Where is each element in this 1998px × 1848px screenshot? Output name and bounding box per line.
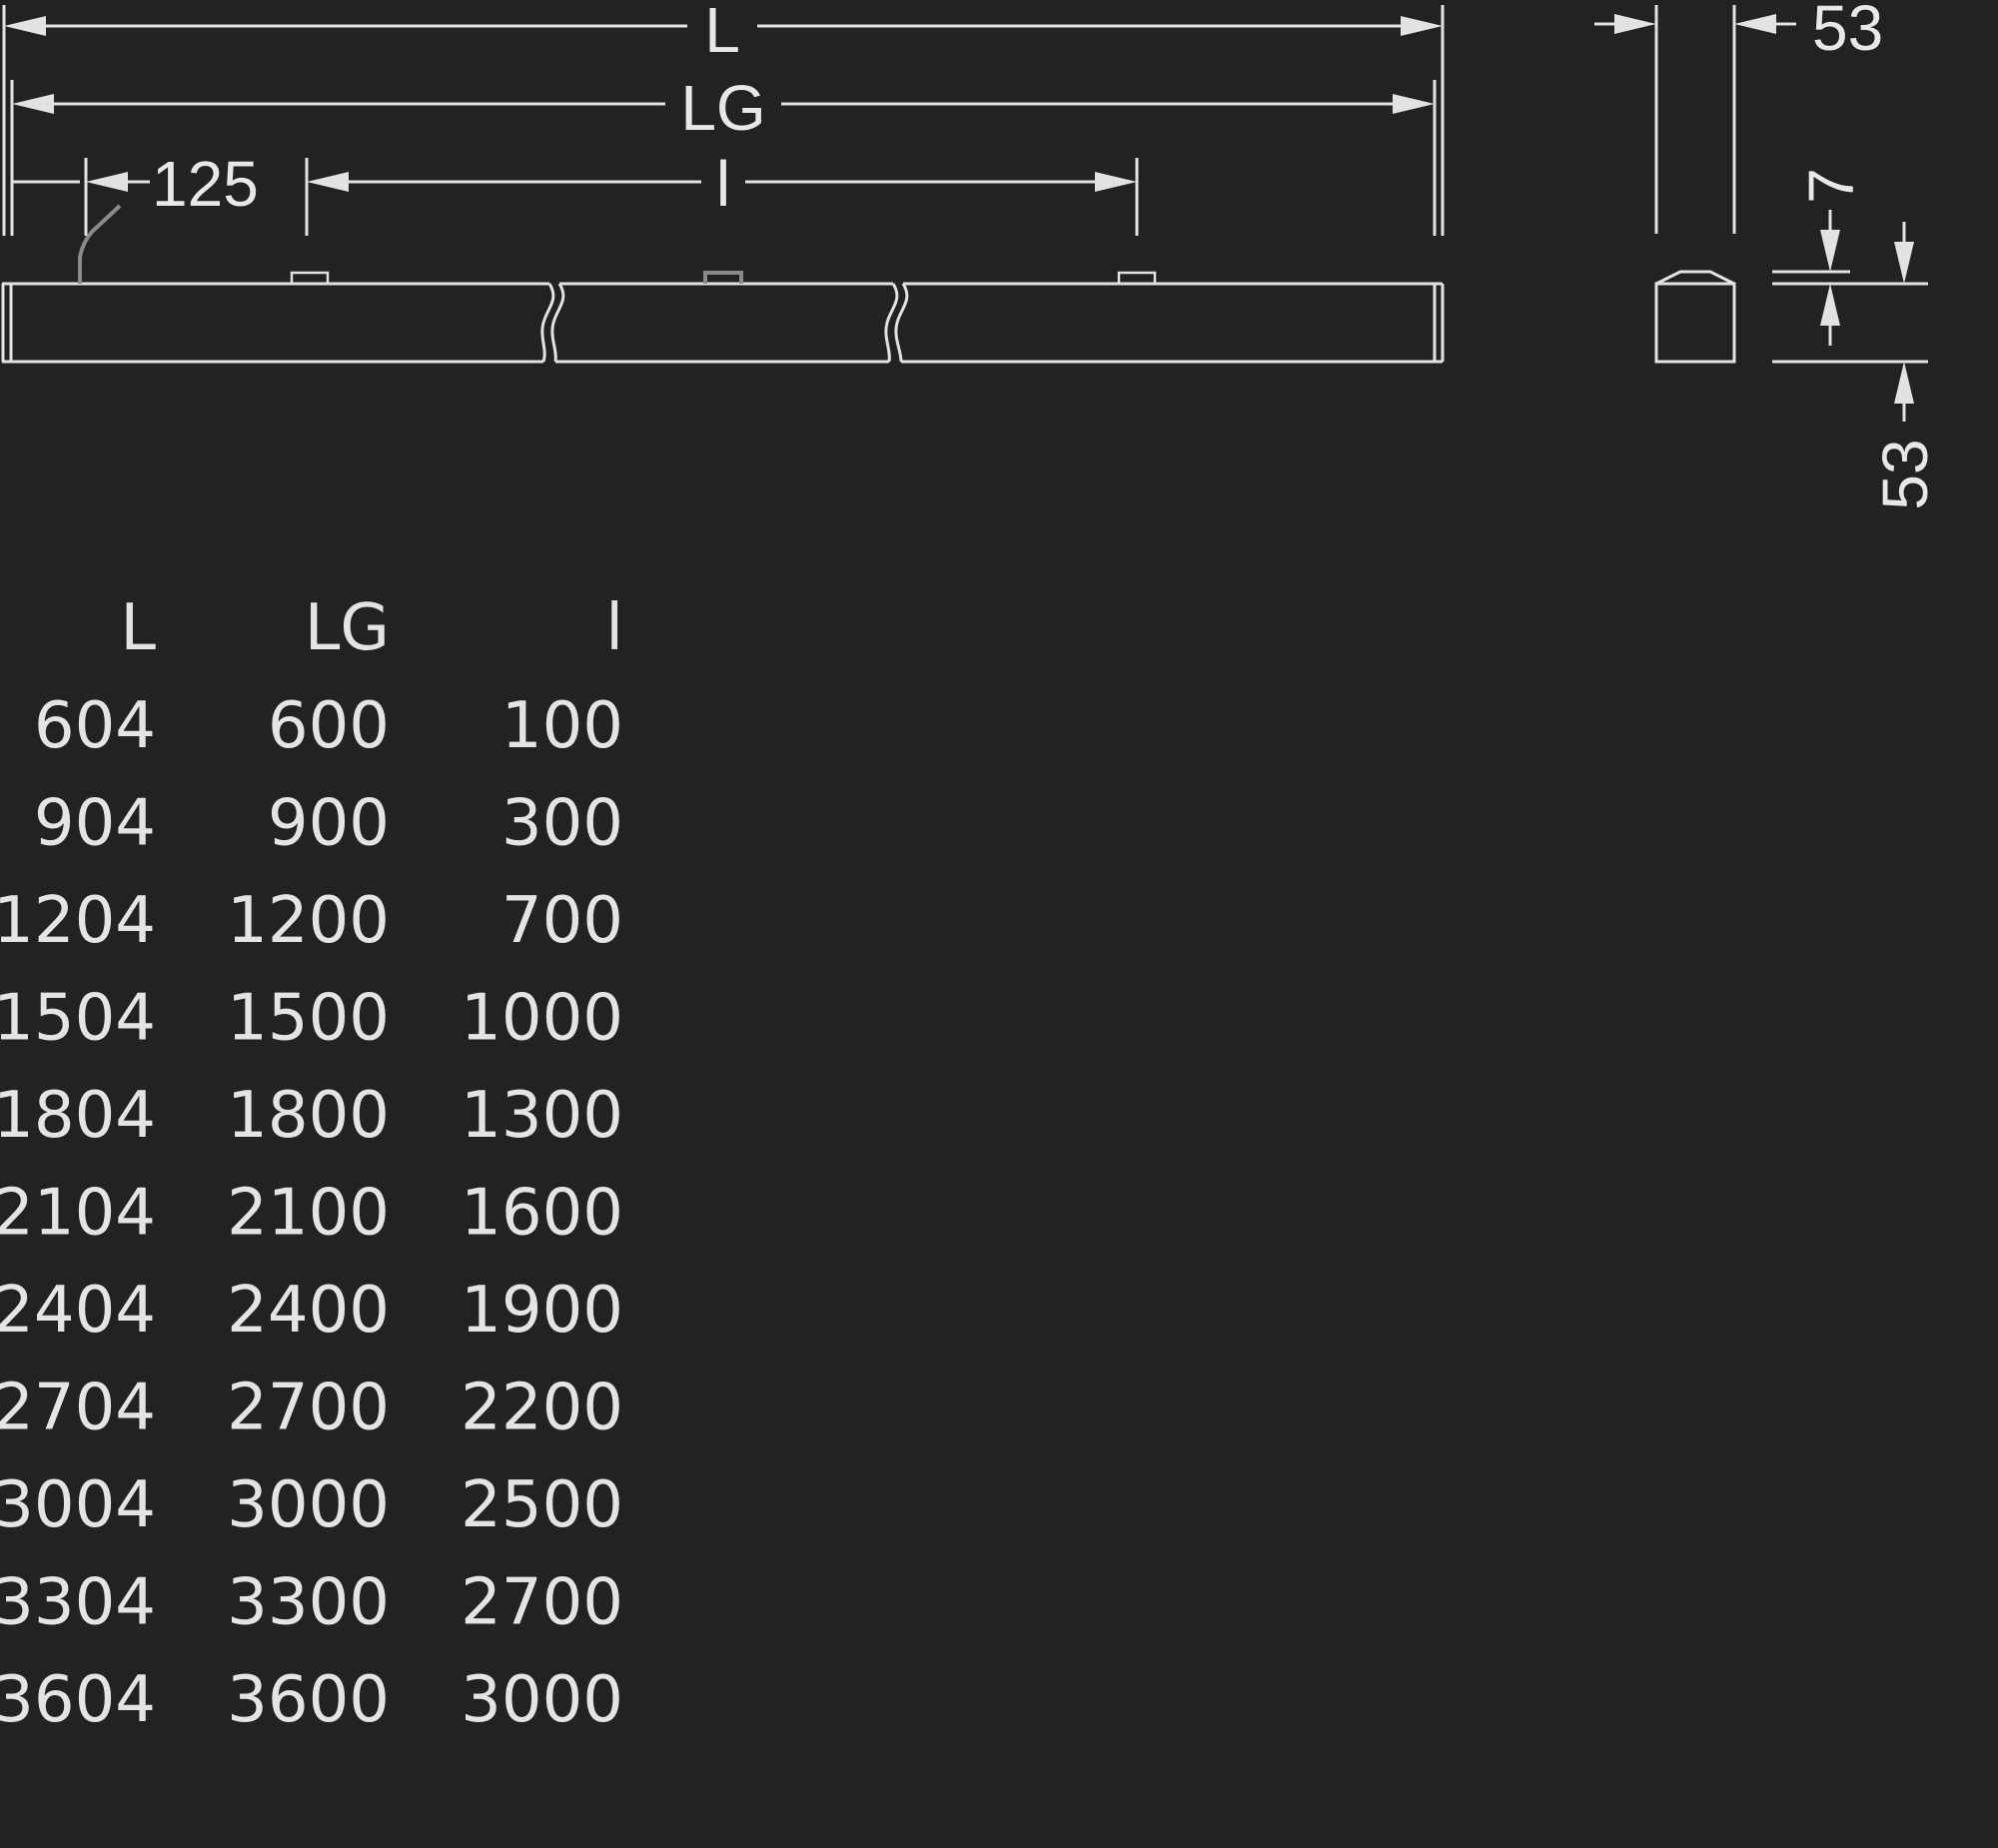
dim-label-53-width: 53 — [1812, 0, 1883, 64]
table-cell-L-row-3: 1204 — [0, 884, 156, 958]
table-cell-LG-row-6: 2100 — [227, 1177, 390, 1251]
table-cell-L-row-6: 2104 — [0, 1177, 156, 1251]
table-cell-L-row-9: 3004 — [0, 1468, 156, 1542]
table-cell-l-row-9: 2500 — [461, 1468, 623, 1542]
dimension-l: l — [307, 148, 1137, 220]
table-cell-L-row-11: 3604 — [0, 1663, 156, 1737]
table-cell-l-row-5: 1300 — [461, 1079, 623, 1153]
table-cell-LG-row-3: 1200 — [227, 884, 390, 958]
mounting-clips — [290, 271, 1157, 284]
dim-label-l: l — [716, 148, 730, 220]
dimension-125: 125 — [12, 148, 259, 220]
table-cell-L-row-7: 2404 — [0, 1274, 156, 1348]
table-header-L: L — [120, 591, 156, 665]
table-cell-l-row-8: 2200 — [461, 1372, 623, 1445]
side-view: 53 — [1594, 0, 1883, 364]
table-cell-L-row-2: 904 — [34, 787, 156, 861]
luminaire-body — [1, 282, 1445, 364]
table-header-l: l — [605, 591, 623, 665]
dim-label-7: 7 — [1795, 168, 1867, 204]
dim-label-125: 125 — [152, 148, 259, 220]
extension-lines — [2, 5, 1445, 236]
dimension-L: L — [4, 0, 1443, 66]
height-dimensions: 7 53 — [1772, 168, 1941, 510]
dim-label-53-height: 53 — [1869, 439, 1941, 509]
dim-label-L: L — [704, 0, 740, 66]
table-cell-l-row-7: 1900 — [461, 1274, 623, 1348]
table-cell-LG-row-11: 3600 — [227, 1663, 390, 1737]
table-cell-l-row-2: 300 — [501, 787, 623, 861]
dimension-table: L LG l 604 600 100 904 900 300 1204 1200 700 1504… — [0, 591, 623, 1737]
table-cell-L-row-5: 1804 — [0, 1079, 156, 1153]
table-cell-LG-row-1: 600 — [268, 689, 390, 763]
table-cell-LG-row-2: 900 — [268, 787, 390, 861]
table-cell-LG-row-10: 3300 — [227, 1566, 390, 1640]
table-cell-LG-row-8: 2700 — [227, 1372, 390, 1445]
table-cell-L-row-10: 3304 — [0, 1566, 156, 1640]
dimension-LG: LG — [12, 72, 1435, 144]
table-cell-LG-row-5: 1800 — [227, 1079, 390, 1153]
table-cell-l-row-1: 100 — [501, 689, 623, 763]
table-cell-L-row-4: 1504 — [0, 982, 156, 1056]
table-cell-l-row-3: 700 — [501, 884, 623, 958]
table-cell-L-row-8: 2704 — [0, 1372, 156, 1445]
table-cell-l-row-10: 2700 — [461, 1566, 623, 1640]
table-header-LG: LG — [305, 591, 390, 665]
table-cell-LG-row-7: 2400 — [227, 1274, 390, 1348]
table-cell-L-row-1: 604 — [34, 689, 156, 763]
table-cell-l-row-6: 1600 — [461, 1177, 623, 1251]
table-cell-l-row-11: 3000 — [461, 1663, 623, 1737]
table-cell-l-row-4: 1000 — [461, 982, 623, 1056]
table-cell-LG-row-4: 1500 — [227, 982, 390, 1056]
dim-label-LG: LG — [680, 72, 765, 144]
power-cable — [78, 204, 122, 284]
table-cell-LG-row-9: 3000 — [227, 1468, 390, 1542]
